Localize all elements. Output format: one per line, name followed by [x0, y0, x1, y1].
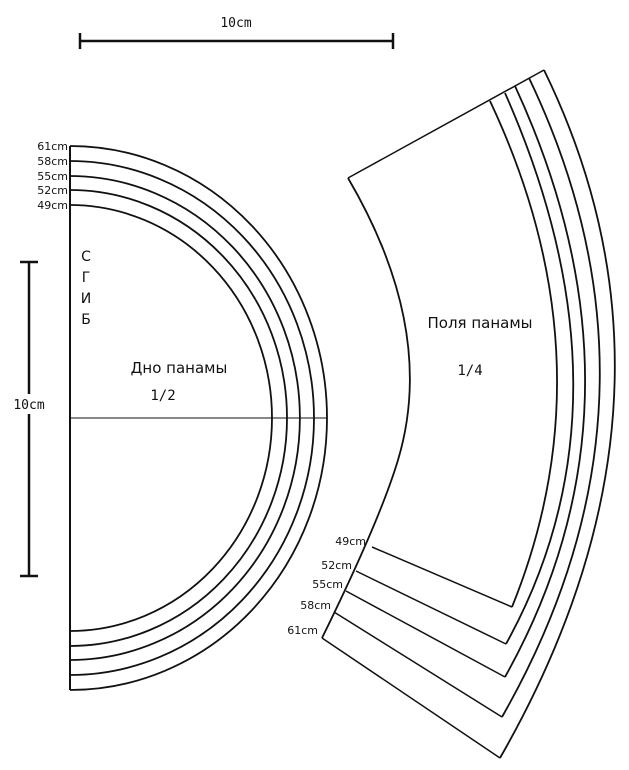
crown-size-label: 52cm — [37, 184, 68, 197]
crown-fraction: 1/2 — [150, 388, 175, 404]
brim-title: Поля панамы — [428, 314, 533, 332]
brim-arc-49 — [489, 100, 558, 608]
fold-letter: С — [81, 249, 91, 265]
brim-arc-52 — [504, 92, 575, 645]
brim-size-label: 49cm — [335, 535, 366, 548]
crown-arc-49 — [69, 204, 273, 632]
crown-size-label: 61cm — [37, 140, 68, 153]
fold-letter: И — [81, 291, 91, 307]
brim-piece: 49cm 52cm 55cm 58cm 61cm Поля панамы 1/4 — [287, 69, 616, 759]
fold-letter: Г — [82, 270, 91, 286]
crown-piece: 61cm 58cm 55cm 52cm 49cm С Г И Б Дно пан… — [37, 140, 328, 691]
brim-size-label: 55cm — [312, 578, 343, 591]
brim-size-label: 58cm — [300, 599, 331, 612]
crown-arc-58 — [69, 160, 315, 676]
vertical-scale-label: 10cm — [13, 398, 44, 413]
brim-arc-61 — [499, 69, 616, 759]
brim-inner-arc — [321, 177, 411, 639]
brim-arc-58 — [501, 77, 601, 718]
vertical-scale-bar: 10cm — [13, 260, 45, 578]
crown-size-label: 49cm — [37, 199, 68, 212]
horizontal-scale-label: 10cm — [220, 16, 251, 31]
crown-arc-52 — [69, 189, 288, 647]
crown-title: Дно панамы — [131, 359, 228, 377]
crown-arc-61 — [69, 145, 328, 691]
brim-size-label: 52cm — [321, 559, 352, 572]
brim-fraction: 1/4 — [457, 363, 482, 379]
brim-arc-55 — [504, 85, 586, 678]
crown-arc-55 — [69, 175, 301, 661]
fold-letter: Б — [81, 312, 91, 328]
brim-size-label: 61cm — [287, 624, 318, 637]
crown-size-label: 55cm — [37, 170, 68, 183]
horizontal-scale-bar: 10cm — [78, 16, 395, 49]
crown-size-label: 58cm — [37, 155, 68, 168]
